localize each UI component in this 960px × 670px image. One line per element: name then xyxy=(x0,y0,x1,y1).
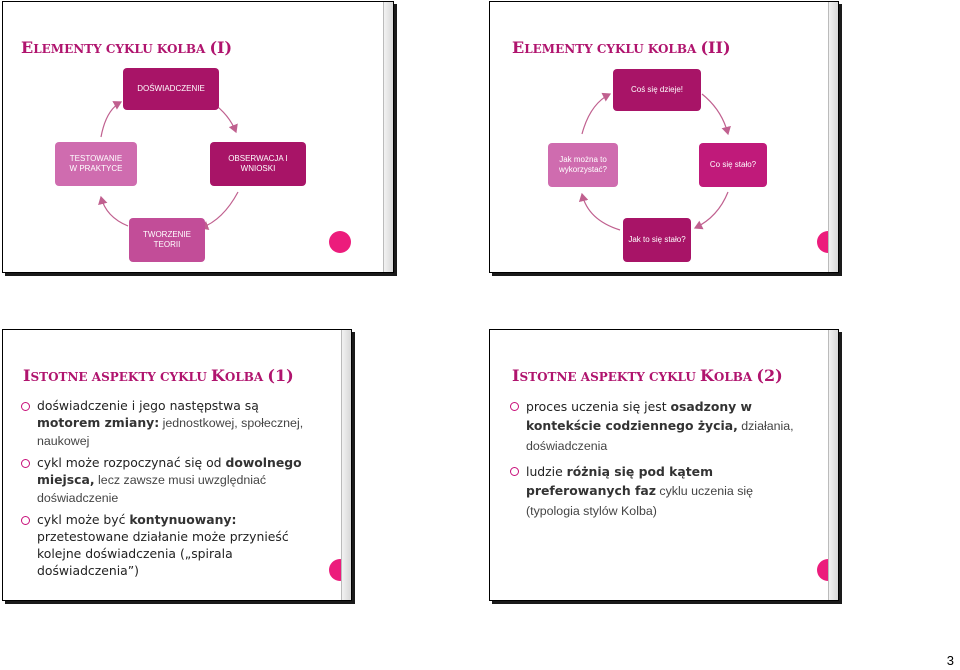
slide-edge xyxy=(341,330,351,600)
list-item: doświadczenie i jego następstwa są motor… xyxy=(21,397,311,450)
slide-title: ISTOTNE ASPEKTY CYKLU KOLBA (2) xyxy=(512,366,783,385)
bullet-list: doświadczenie i jego następstwa są motor… xyxy=(21,397,311,583)
slide-edge xyxy=(828,330,838,600)
box-testowanie: TESTOWANIE W PRAKTYCE xyxy=(55,142,137,186)
list-item: cykl może rozpoczynać się od dowolnego m… xyxy=(21,454,311,507)
slide-istotne-aspekty-2: ISTOTNE ASPEKTY CYKLU KOLBA (2) proces u… xyxy=(489,329,839,601)
box-tworzenie: TWORZENIE TEORII xyxy=(129,218,205,262)
slide-title: ISTOTNE ASPEKTY CYKLU KOLBA (1) xyxy=(23,366,294,385)
slide-title: ELEMENTY CYKLU KOLBA (II) xyxy=(512,38,731,57)
cycle-arrows xyxy=(578,92,731,231)
list-item: cykl może być kontynuowany: przetestowan… xyxy=(21,511,311,579)
slide-elementy-cyklu-2: ELEMENTY CYKLU KOLBA (II) Coś się dzieje… xyxy=(489,1,839,273)
slide-elementy-cyklu-1: ELEMENTY CYKLU KOLBA (I) DOŚWIADCZENIE T… xyxy=(2,1,394,273)
box-jak-mozna: Jak można to wykorzystać? xyxy=(548,143,618,187)
list-item: proces uczenia się jest osadzony w konte… xyxy=(510,397,800,456)
slide-edge xyxy=(828,2,838,272)
box-cos-sie-dzieje: Coś się dzieje! xyxy=(613,69,701,111)
slide-istotne-aspekty-1: ISTOTNE ASPEKTY CYKLU KOLBA (1) doświadc… xyxy=(2,329,352,601)
slide-edge xyxy=(383,2,393,272)
page-number: 3 xyxy=(946,653,954,668)
list-item: ludzie różnią się pod kątem preferowanyc… xyxy=(510,462,800,521)
box-jak-to-sie-stalo: Jak to się stało? xyxy=(623,218,691,262)
box-co-sie-stalo: Co się stało? xyxy=(699,143,767,187)
pink-dot xyxy=(329,231,351,253)
bullet-list: proces uczenia się jest osadzony w konte… xyxy=(510,397,800,525)
slide-title: ELEMENTY CYKLU KOLBA (I) xyxy=(21,38,233,57)
box-obserwacja: OBSERWACJA I WNIOSKI xyxy=(210,142,306,186)
box-doswiadczenie: DOŚWIADCZENIE xyxy=(123,68,219,110)
